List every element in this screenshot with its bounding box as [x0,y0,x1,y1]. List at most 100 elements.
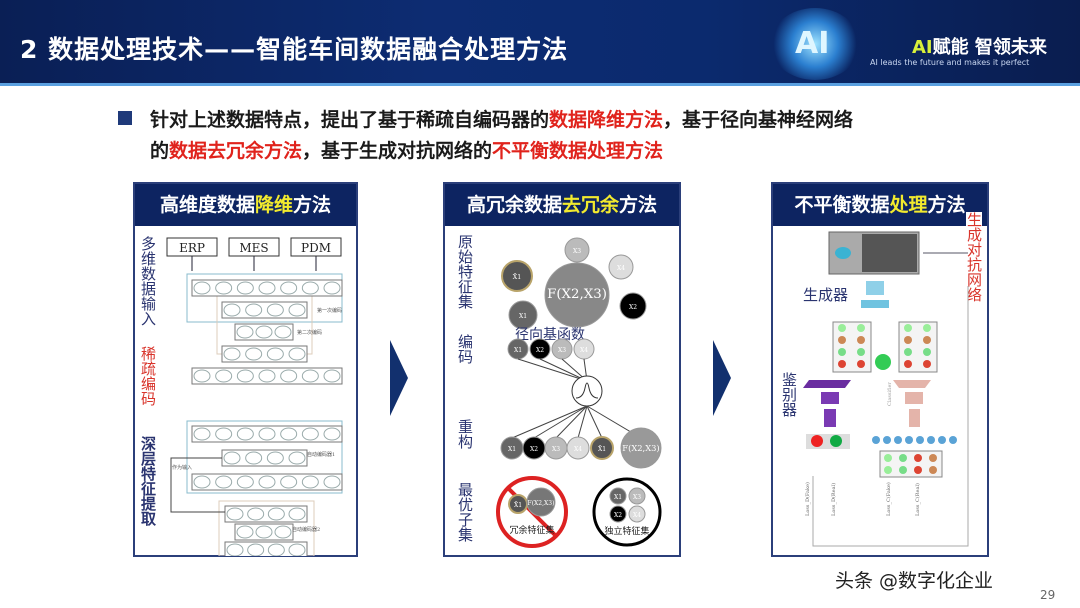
feature-label: X3 [633,494,641,501]
panel-title: 高维度数据降维方法 [135,184,356,226]
layer-box [221,301,308,319]
gan-diagram: ClassifierLoss_D(Fake)Loss_D(Real)Loss_C… [803,231,969,547]
classifier-block [909,409,920,427]
neuron [288,347,306,361]
rbf-label: 径向基函数 [515,326,585,343]
generator-block [861,300,889,308]
feature-label: X2 [614,512,622,519]
class-node [883,436,891,444]
feature-node [566,436,590,460]
label-sparse-coding: 稀疏编码 [139,346,157,406]
class-node [916,436,924,444]
sample-cell [923,324,931,332]
bullet-text-part: ，基于径向基神经网络 [663,109,854,131]
bullet-text-part: 的 [150,140,170,162]
label-original-features: 原始特征集 [456,234,474,309]
feature-label: F(X2,X3) [528,500,555,507]
rbf-unit [571,375,603,407]
sample-cell [857,336,865,344]
neuron [274,525,292,539]
feature-node [590,436,614,460]
neuron [280,427,298,441]
neuron [223,347,241,361]
highlight-text: 数据降维方法 [549,109,664,131]
sample-cell [904,360,912,368]
feedback-line [812,286,969,547]
neuron [245,347,263,361]
neuron [280,475,298,489]
feature-node [628,487,646,505]
bullet-text: 针对上述数据特点，提出了基于稀疏自编码器的数据降维方法，基于径向基神经网络 的数… [118,105,853,167]
loss-label: Loss_D(Real) [830,483,837,516]
neuron [258,369,276,383]
source-label: PDM [301,241,331,255]
discriminator-layer [803,380,851,388]
neuron [288,507,306,521]
neuron [236,281,254,295]
note: 第二次编码 [297,329,322,336]
highlight-text: 不平衡数据处理方法 [492,140,664,162]
page-number: 29 [1040,588,1056,602]
sample-cell [857,348,865,356]
sample-cell [838,348,846,356]
feature-label: X2 [536,347,544,354]
label-reconstruction: 重构 [456,419,474,449]
neuron [247,507,265,521]
neuron [255,325,273,339]
neuron [280,369,298,383]
class-node [894,436,902,444]
note: 自动编码器2 [292,526,320,533]
neuron [258,281,276,295]
neuron [193,475,211,489]
slogan-rest: 赋能 智领未来 [932,37,1047,58]
label-deep-feature: 深层特征提取 [139,436,157,526]
note: 自动编码器1 [307,451,335,458]
label-encoding: 编码 [456,334,474,364]
neuron [215,475,233,489]
encoder-frame [218,500,315,556]
sample-cell [914,454,922,462]
feature-node [544,262,610,328]
watermark: 头条 @数字化企业 [835,570,994,592]
sample-cell [857,324,865,332]
sample-cell [838,336,846,344]
classifier-layer [893,380,931,388]
edge [586,405,603,439]
independent-label: 独立特征集 [604,525,649,537]
edge [539,358,588,382]
layer-box [224,505,308,523]
neuron [255,525,273,539]
feature-label: X̃1 [514,502,522,509]
neuron [236,369,254,383]
noise-texture [862,234,917,272]
label-multi-input: 多维数据输入 [139,236,157,326]
neuron [258,475,276,489]
slide-header: 2 数据处理技术——智能车间数据融合处理方法 AI AI赋能 智领未来 AI l… [0,0,1080,86]
source-label: MES [239,241,268,255]
feature-label: X2 [629,304,637,311]
neuron [274,325,292,339]
sample-cell [838,324,846,332]
sample-cell [884,454,892,462]
slogan: AI赋能 智领未来 [912,33,1047,59]
feature-label: X1 [508,446,516,453]
sample-zoom [875,354,891,370]
feature-node [619,292,647,320]
label-optimal-subset: 最优子集 [456,482,474,542]
neuron [226,543,244,556]
feature-node [608,254,634,280]
ai-logo-glow [770,8,860,80]
neuron [266,303,284,317]
neuron [236,525,254,539]
discriminator-block [821,392,839,404]
note: 第一次编码 [317,307,342,314]
feature-label: X3 [558,347,566,354]
latent-dot [835,247,851,259]
neuron [215,369,233,383]
real-output [830,435,842,447]
classifier-label: Classifier [887,382,893,406]
neuron [267,543,285,556]
